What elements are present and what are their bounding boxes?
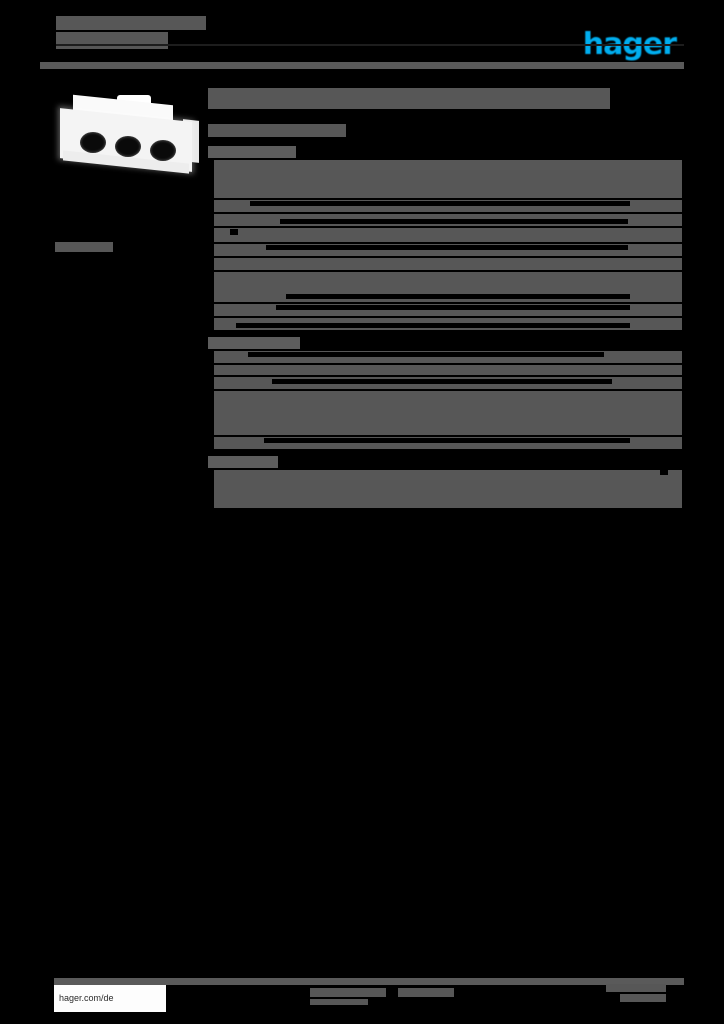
table-row: [208, 244, 682, 256]
table-row: [208, 160, 682, 198]
product-socket-hole-1: [80, 132, 106, 153]
product-socket-hole-3: [150, 140, 176, 161]
table-row: [208, 391, 682, 435]
redaction-gap: [208, 470, 214, 508]
redaction-gap: [208, 200, 214, 212]
spec-section-heading: [208, 337, 300, 349]
product-caption: [55, 242, 113, 252]
table-row: [208, 437, 682, 449]
page-title: [208, 88, 610, 109]
redaction-gap: [208, 258, 214, 270]
footer-info-line-2: [398, 988, 454, 997]
redaction-gap: [660, 470, 668, 475]
redaction-gap: [208, 304, 214, 316]
redaction-gap: [286, 294, 630, 299]
footer-center-info: [310, 988, 454, 1005]
redaction-gap: [208, 437, 214, 449]
table-row: [208, 351, 682, 363]
spec-section-3: [208, 456, 682, 508]
table-row: [208, 214, 682, 226]
footer-info-line-3: [310, 999, 368, 1005]
redaction-gap: [208, 391, 214, 435]
footer-website-link[interactable]: hager.com/de: [54, 985, 166, 1012]
table-row: [208, 377, 682, 389]
redaction-gap: [264, 438, 630, 443]
footer-page-number: [606, 984, 666, 1002]
table-row: [208, 304, 682, 316]
document-title-line-1: [56, 16, 206, 30]
redaction-gap: [208, 365, 214, 375]
spec-section-2: [208, 337, 682, 449]
spec-section-1: [208, 146, 682, 330]
redaction-gap: [208, 214, 214, 226]
table-row: [208, 228, 682, 242]
redaction-gap: [208, 244, 214, 256]
page-footer: hager.com/de: [40, 978, 684, 1012]
redaction-gap: [276, 305, 630, 310]
main-content: [208, 88, 682, 510]
redaction-gap: [208, 272, 214, 302]
redaction-gap: [280, 219, 628, 224]
footer-info-line-1: [310, 988, 386, 997]
redaction-gap: [250, 201, 630, 206]
footer-rule: [54, 978, 684, 985]
header-rule: [40, 62, 684, 69]
table-row: [208, 272, 682, 302]
table-row: [208, 365, 682, 375]
redaction-gap: [208, 228, 214, 242]
spec-section-heading: [208, 456, 278, 468]
table-row: [208, 200, 682, 212]
header-thin-rule: [56, 44, 684, 46]
table-row: [208, 258, 682, 270]
table-row: [208, 470, 682, 508]
product-socket-hole-2: [115, 136, 141, 157]
redaction-gap: [248, 352, 604, 357]
spec-section-heading: [208, 146, 296, 158]
product-image: [55, 94, 205, 180]
redaction-gap: [208, 377, 214, 389]
redaction-gap: [208, 351, 214, 363]
spec-table: [208, 146, 682, 508]
redaction-gap: [266, 245, 628, 250]
document-title-line-2: [56, 32, 168, 49]
redaction-gap: [208, 318, 214, 330]
footer-page-line-1: [606, 984, 666, 992]
page-subtitle: [208, 124, 346, 137]
footer-page-line-2: [620, 994, 666, 1002]
table-row: [208, 318, 682, 330]
redaction-gap: [230, 229, 238, 235]
redaction-gap: [236, 323, 630, 328]
redaction-gap: [208, 160, 214, 198]
redaction-gap: [272, 379, 612, 384]
